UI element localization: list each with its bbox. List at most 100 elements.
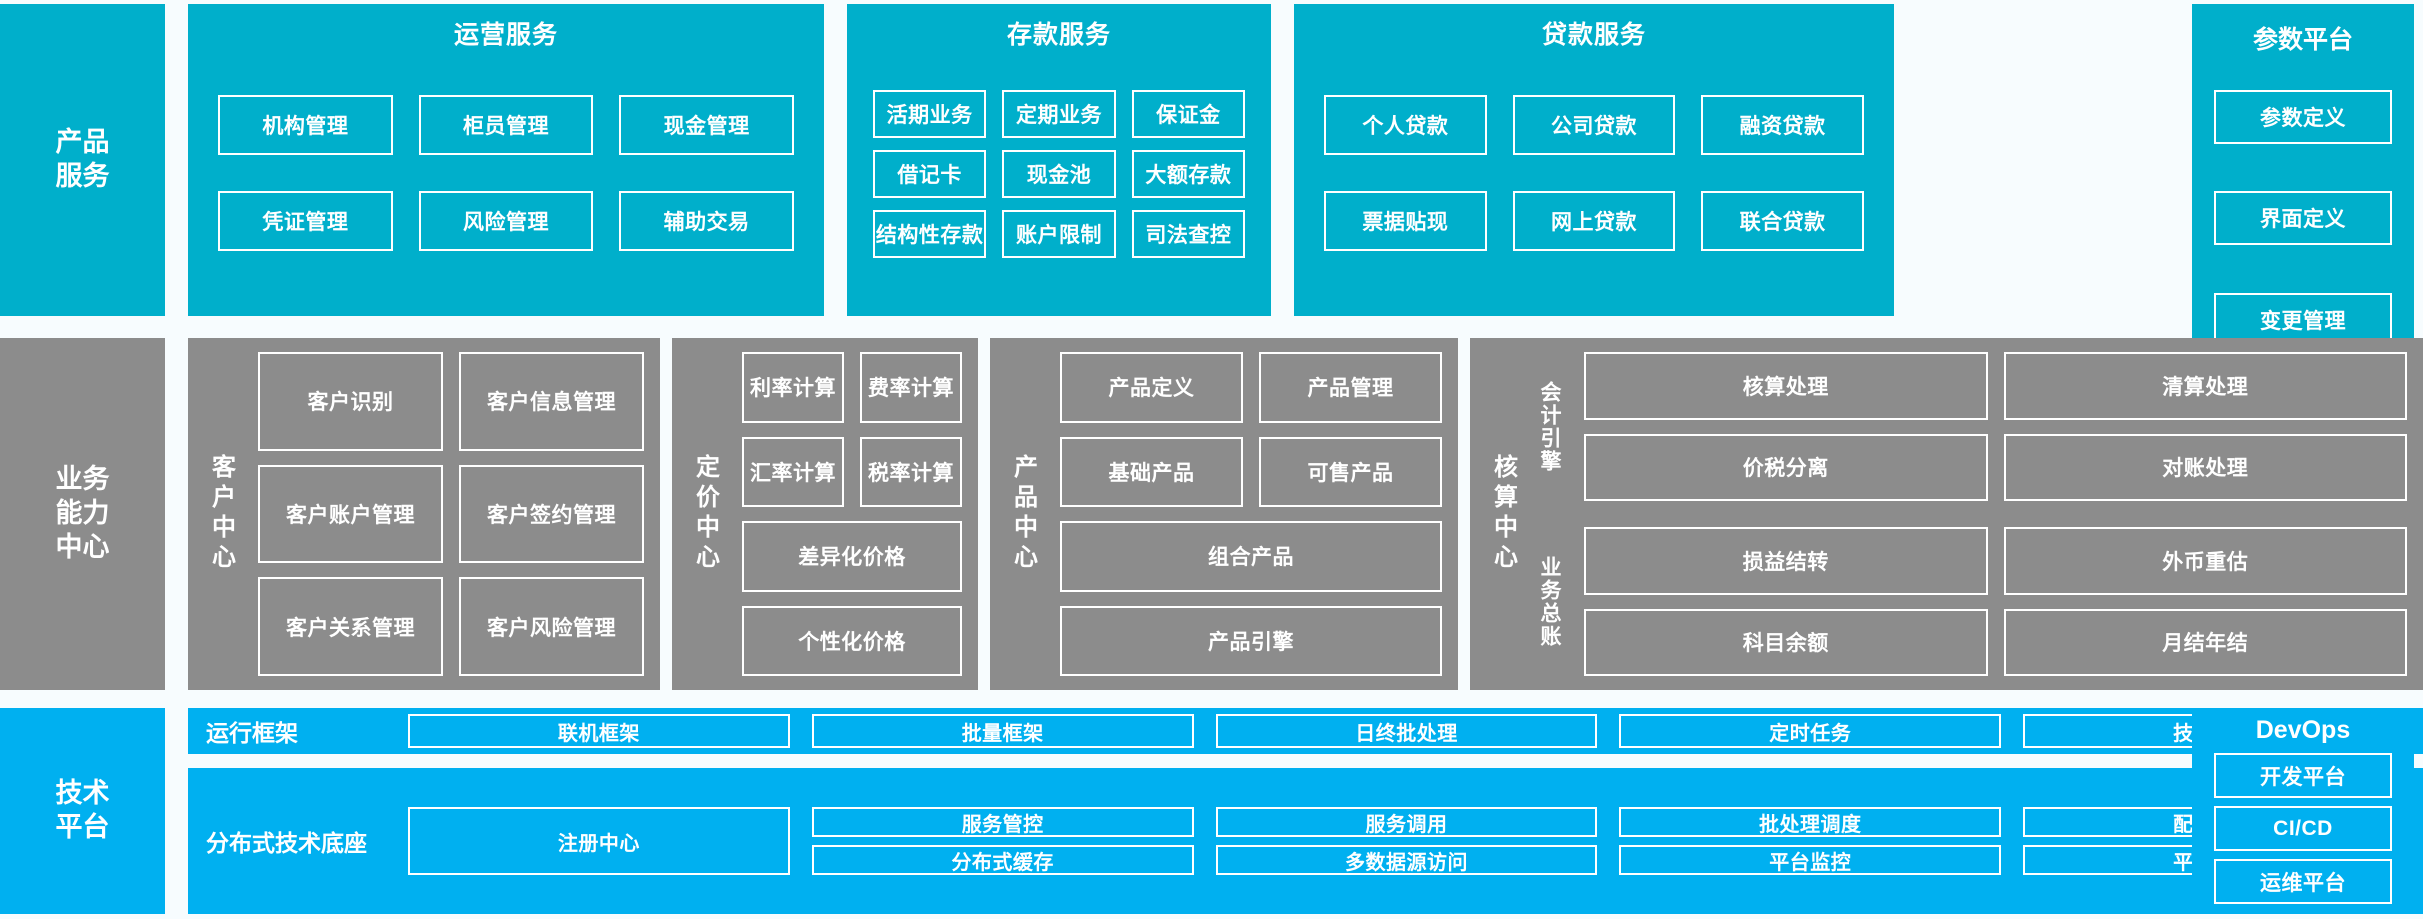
capability-item[interactable]: 差异化价格 (742, 521, 962, 592)
service-item[interactable]: 现金池 (1002, 149, 1116, 198)
capability-item[interactable]: 客户签约管理 (459, 464, 644, 564)
capability-item[interactable]: 客户风险管理 (459, 577, 644, 676)
capability-item[interactable]: 基础产品 (1060, 436, 1243, 507)
center-label-accounting: 核算中心 (1489, 454, 1517, 574)
capability-item[interactable]: 清算处理 (2003, 352, 2407, 420)
tech-item[interactable]: 批量框架 (811, 714, 1194, 748)
tech-item[interactable]: 注册中心 (408, 807, 790, 875)
tech-item[interactable]: 批处理调度 (1619, 807, 2002, 837)
product-services-row: 产品服务 运营服务 机构管理 柜员管理 现金管理 凭证管理 风险管理 辅助交易 … (0, 4, 2423, 316)
accounting-subgroups: 会计引擎 核算处理 清算处理 价税分离 对账处理 业务总账 损益结转 外币重估 (1526, 352, 2407, 676)
service-group-operation[interactable]: 运营服务 机构管理 柜员管理 现金管理 凭证管理 风险管理 辅助交易 (188, 4, 824, 316)
capability-item[interactable]: 月结年结 (2003, 608, 2407, 676)
service-item[interactable]: 保证金 (1131, 89, 1245, 138)
capability-item[interactable]: 客户关系管理 (258, 577, 443, 676)
devops-title: DevOps (2255, 716, 2351, 744)
tech-item[interactable]: 服务调用 (1215, 807, 1598, 837)
tech-band-label-runtime: 运行框架 (206, 720, 298, 746)
capability-item[interactable]: 个性化价格 (742, 605, 962, 676)
capability-item[interactable]: 产品引擎 (1060, 605, 1442, 676)
center-grid-pricing: 利率计算 费率计算 汇率计算 税率计算 差异化价格 个性化价格 (728, 352, 962, 676)
parameter-item[interactable]: 参数定义 (2214, 89, 2392, 144)
center-pricing[interactable]: 定价中心 利率计算 费率计算 汇率计算 税率计算 差异化价格 个性化价格 (672, 338, 978, 690)
tech-item[interactable]: 日终批处理 (1215, 714, 1598, 748)
capability-item[interactable]: 客户账户管理 (258, 464, 443, 564)
service-item[interactable]: 账户限制 (1002, 209, 1116, 258)
service-item[interactable]: 借记卡 (873, 149, 987, 198)
service-item[interactable]: 司法查控 (1131, 209, 1245, 258)
group-title-operation: 运营服务 (453, 21, 558, 49)
row-label-text: 技术平台 (55, 778, 110, 842)
service-item[interactable]: 结构性存款 (873, 209, 987, 258)
capability-item[interactable]: 产品管理 (1259, 352, 1442, 423)
subgroup-grid-accounting-engine: 核算处理 清算处理 价税分离 对账处理 (1572, 352, 2407, 501)
row-label-technology-platform: 技术平台 (0, 708, 165, 914)
group-title-loan: 贷款服务 (1541, 21, 1646, 49)
service-group-deposit[interactable]: 存款服务 活期业务 定期业务 保证金 借记卡 现金池 大额存款 结构性存款 账户… (847, 4, 1271, 316)
capability-item[interactable]: 客户识别 (258, 352, 443, 451)
tech-item[interactable]: 分布式缓存 (811, 845, 1194, 875)
service-grid-operation: 机构管理 柜员管理 现金管理 凭证管理 风险管理 辅助交易 (204, 54, 808, 303)
service-item[interactable]: 现金管理 (619, 94, 794, 155)
subgroup-label-accounting-engine: 会计引擎 (1538, 380, 1561, 473)
service-item[interactable]: 联合贷款 (1701, 190, 1864, 251)
center-product[interactable]: 产品中心 产品定义 产品管理 基础产品 可售产品 组合产品 产品引擎 (990, 338, 1458, 690)
service-item[interactable]: 凭证管理 (218, 190, 393, 251)
service-item[interactable]: 个人贷款 (1324, 94, 1487, 155)
product-services-groups: 运营服务 机构管理 柜员管理 现金管理 凭证管理 风险管理 辅助交易 存款服务 … (188, 4, 2423, 316)
capability-item[interactable]: 客户信息管理 (459, 352, 644, 451)
capability-item[interactable]: 核算处理 (1584, 352, 1988, 420)
accounting-subgroup-engine: 会计引擎 核算处理 清算处理 价税分离 对账处理 (1526, 352, 2407, 501)
service-item[interactable]: 融资贷款 (1701, 94, 1864, 155)
devops-item[interactable]: 运维平台 (2214, 859, 2392, 904)
tech-item[interactable]: 联机框架 (408, 714, 790, 748)
capability-item[interactable]: 可售产品 (1259, 436, 1442, 507)
capability-item[interactable]: 产品定义 (1060, 352, 1243, 423)
tech-cells-distributed-base: 注册中心 服务管控 服务调用 批处理调度 配置管理 分布式缓存 多数据源访问 平… (408, 807, 2405, 875)
capability-item[interactable]: 对账处理 (2003, 433, 2407, 501)
parameter-platform-title: 参数平台 (2252, 26, 2353, 54)
business-capability-centers: 客户中心 客户识别 客户信息管理 客户账户管理 客户签约管理 客户关系管理 客户… (188, 338, 2423, 690)
devops-item[interactable]: 开发平台 (2214, 753, 2392, 798)
service-item[interactable]: 公司贷款 (1512, 94, 1676, 155)
capability-item[interactable]: 组合产品 (1060, 521, 1442, 592)
capability-item[interactable]: 损益结转 (1584, 527, 1988, 595)
accounting-subgroup-ledger: 业务总账 损益结转 外币重估 科目余额 月结年结 (1526, 527, 2407, 676)
subgroup-grid-general-ledger: 损益结转 外币重估 科目余额 月结年结 (1572, 527, 2407, 676)
service-item[interactable]: 柜员管理 (418, 94, 594, 155)
center-label-product: 产品中心 (1009, 454, 1037, 574)
service-item[interactable]: 辅助交易 (619, 190, 794, 251)
devops-item[interactable]: CI/CD (2214, 806, 2392, 851)
service-item[interactable]: 活期业务 (873, 89, 987, 138)
center-customer[interactable]: 客户中心 客户识别 客户信息管理 客户账户管理 客户签约管理 客户关系管理 客户… (188, 338, 660, 690)
service-item[interactable]: 机构管理 (218, 94, 393, 155)
subgroup-label-general-ledger: 业务总账 (1538, 555, 1561, 648)
center-label-customer: 客户中心 (207, 454, 235, 574)
devops-panel[interactable]: DevOps 开发平台 CI/CD 运维平台 (2192, 708, 2414, 914)
center-accounting[interactable]: 核算中心 会计引擎 核算处理 清算处理 价税分离 对账处理 业务总账 (1470, 338, 2423, 690)
service-item[interactable]: 网上贷款 (1512, 190, 1676, 251)
service-item[interactable]: 票据贴现 (1324, 190, 1487, 251)
tech-item[interactable]: 多数据源访问 (1215, 845, 1598, 875)
capability-item[interactable]: 税率计算 (860, 436, 962, 507)
service-group-loan[interactable]: 贷款服务 个人贷款 公司贷款 融资贷款 票据贴现 网上贷款 联合贷款 (1294, 4, 1894, 316)
capability-item[interactable]: 利率计算 (742, 352, 844, 423)
service-item[interactable]: 大额存款 (1131, 149, 1245, 198)
capability-item[interactable]: 科目余额 (1584, 608, 1988, 676)
tech-band-distributed-base[interactable]: 分布式技术底座 注册中心 服务管控 服务调用 批处理调度 配置管理 分布式缓存 … (188, 768, 2423, 914)
capability-item[interactable]: 外币重估 (2003, 527, 2407, 595)
service-item[interactable]: 风险管理 (418, 190, 594, 251)
service-item[interactable]: 定期业务 (1002, 89, 1116, 138)
tech-item[interactable]: 定时任务 (1619, 714, 2002, 748)
parameter-item[interactable]: 界面定义 (2214, 191, 2392, 246)
capability-item[interactable]: 费率计算 (860, 352, 962, 423)
capability-item[interactable]: 价税分离 (1584, 433, 1988, 501)
row-label-text: 产品服务 (55, 127, 110, 191)
tech-item[interactable]: 服务管控 (811, 807, 1194, 837)
capability-item[interactable]: 汇率计算 (742, 436, 844, 507)
business-capability-row: 业务能力中心 客户中心 客户识别 客户信息管理 客户账户管理 客户签约管理 客户… (0, 338, 2423, 690)
tech-item[interactable]: 平台监控 (1619, 845, 2002, 875)
tech-band-runtime-framework[interactable]: 运行框架 联机框架 批量框架 日终批处理 定时任务 技术组件 (188, 708, 2423, 754)
